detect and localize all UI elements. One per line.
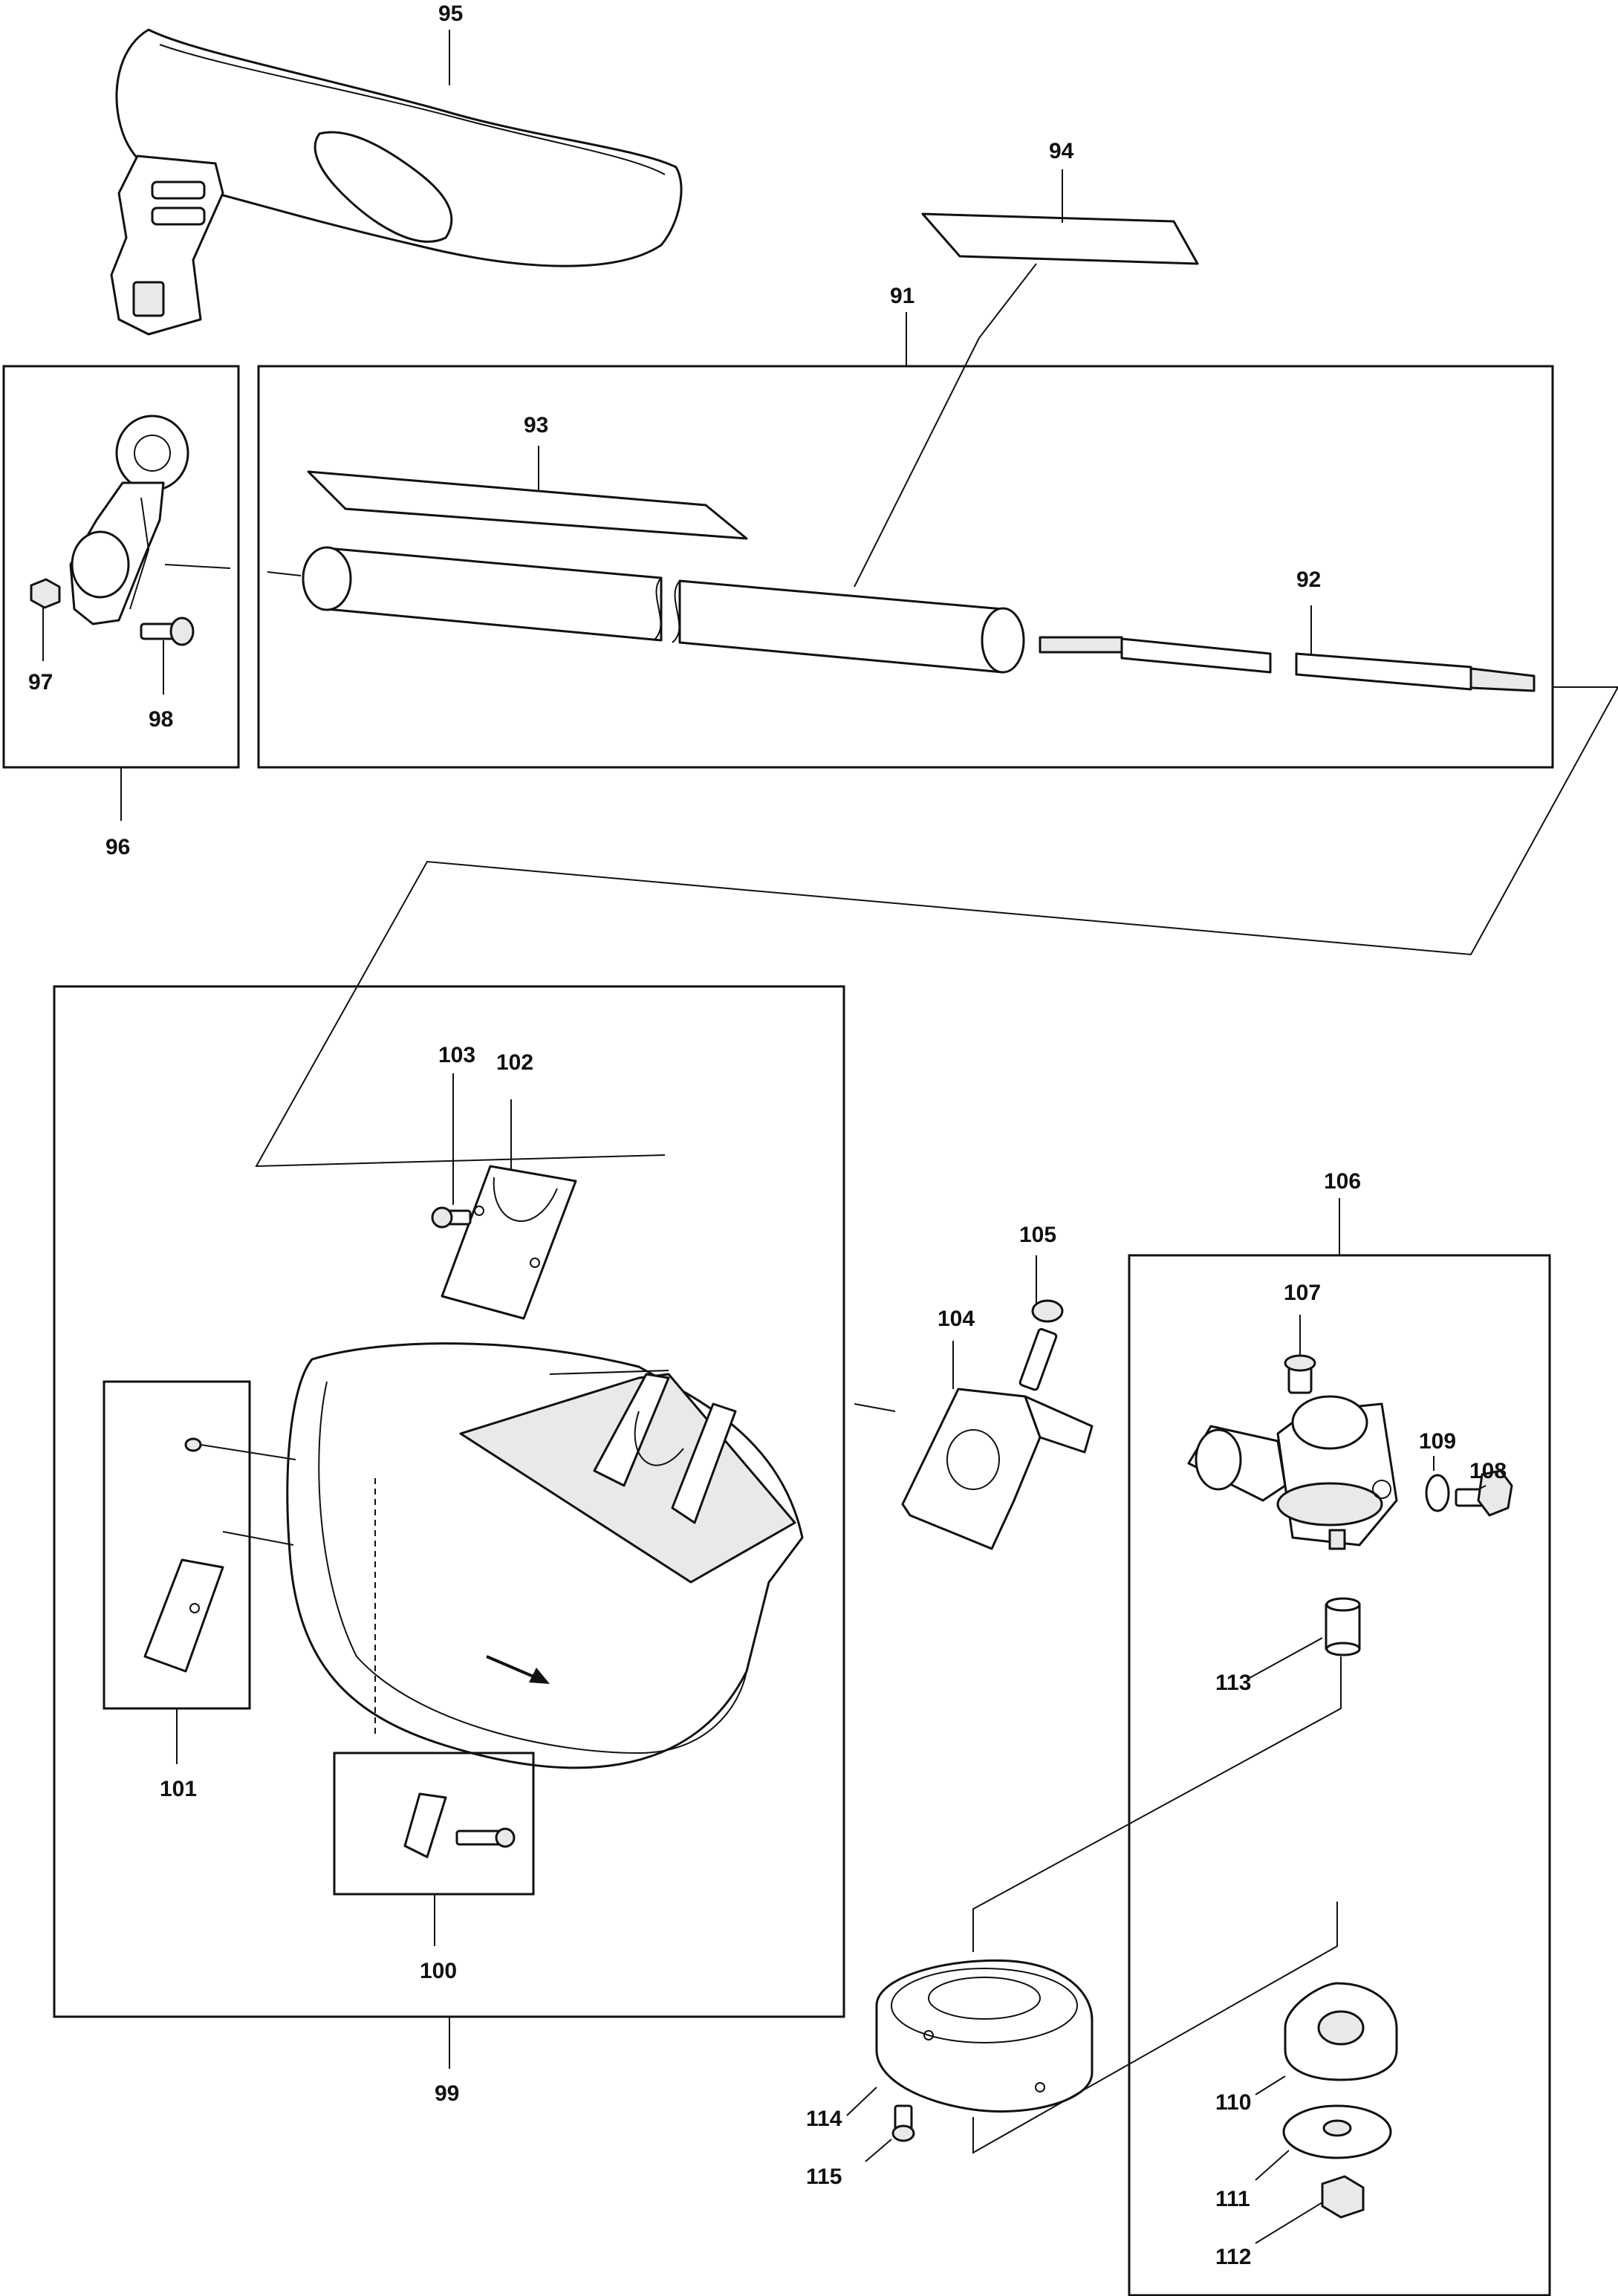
leader-112	[1255, 2202, 1323, 2244]
part-112-nut	[1321, 2175, 1365, 2219]
part-114-blade-holder	[875, 1959, 1094, 2113]
leader-104-guard	[854, 1403, 896, 1412]
callout-108: 108	[1469, 1459, 1507, 1483]
callout-112: 112	[1215, 2245, 1251, 2269]
part-97-nut	[30, 578, 61, 609]
callout-107: 107	[1284, 1281, 1321, 1305]
callout-101: 101	[160, 1777, 197, 1801]
callout-99: 99	[435, 2081, 459, 2106]
leader-115	[865, 2139, 892, 2162]
part-91-shaft-tube	[302, 546, 1025, 674]
callout-97: 97	[28, 670, 53, 695]
callout-100: 100	[420, 1959, 457, 1983]
rotation-arrow-icon	[486, 1655, 550, 1684]
part-94-label	[921, 212, 1199, 265]
leader-113	[1247, 1637, 1323, 1679]
part-110-clamp	[1284, 1982, 1398, 2081]
leader-101-pin	[200, 1444, 296, 1460]
leader-114	[846, 2087, 877, 2116]
assembly-connection-line	[255, 686, 1618, 1168]
part-107-screw	[1284, 1354, 1316, 1394]
callout-92: 92	[1296, 568, 1321, 592]
leader-91-tube	[854, 337, 980, 588]
callout-93: 93	[524, 413, 548, 438]
part-106-gear-head	[1187, 1395, 1398, 1550]
part-104-bracket	[901, 1388, 1094, 1550]
part-109-washer	[1425, 1474, 1450, 1512]
leader-113-to-114	[972, 1656, 1342, 1952]
callout-105: 105	[1019, 1223, 1056, 1247]
callout-91: 91	[890, 284, 914, 308]
part-108-bolt	[1455, 1469, 1513, 1517]
callout-109: 109	[1419, 1429, 1456, 1454]
leader-110	[1255, 2075, 1286, 2095]
callout-111: 111	[1215, 2187, 1250, 2211]
part-98-bolt	[140, 617, 195, 646]
part-92-drive-shaft	[1039, 636, 1536, 692]
leader-101-plate	[222, 1531, 294, 1546]
part-93-label	[307, 470, 748, 540]
callout-114: 114	[806, 2107, 842, 2131]
part-111-washer	[1282, 2104, 1392, 2159]
leader-guard-plate	[549, 1370, 669, 1375]
callout-106: 106	[1324, 1169, 1361, 1194]
part-105-bolt	[1018, 1299, 1064, 1391]
part-113-spacer	[1325, 1597, 1361, 1656]
part-101-pin-icon	[184, 1437, 202, 1452]
part-100-cover-and-screw	[403, 1792, 516, 1858]
part-103-screw	[431, 1206, 472, 1229]
part-95-shoulder-harness	[110, 28, 683, 336]
part-99-blade-guard	[286, 1342, 804, 1769]
callout-104: 104	[938, 1307, 975, 1331]
part-115-screw	[891, 2104, 915, 2142]
leader-96-tube	[164, 564, 231, 569]
callout-98: 98	[149, 707, 173, 732]
leader-108	[1478, 1485, 1487, 1490]
leader-111	[1255, 2150, 1290, 2181]
callout-115: 115	[806, 2165, 842, 2189]
callout-102: 102	[496, 1050, 533, 1075]
callout-110: 110	[1215, 2090, 1251, 2115]
leader-96-tube-b	[267, 571, 302, 576]
callout-113: 113	[1215, 1671, 1251, 1695]
part-102-guard-plate	[441, 1165, 577, 1320]
callout-103: 103	[438, 1043, 475, 1067]
part-101-cover-plate	[143, 1558, 224, 1673]
callout-95: 95	[438, 1, 463, 26]
callout-94: 94	[1049, 139, 1074, 163]
leader-114-to-110	[972, 1902, 1338, 2154]
part-96-handle-clamp	[69, 414, 189, 625]
callout-96: 96	[105, 835, 130, 859]
leader-94-tube	[978, 263, 1037, 339]
